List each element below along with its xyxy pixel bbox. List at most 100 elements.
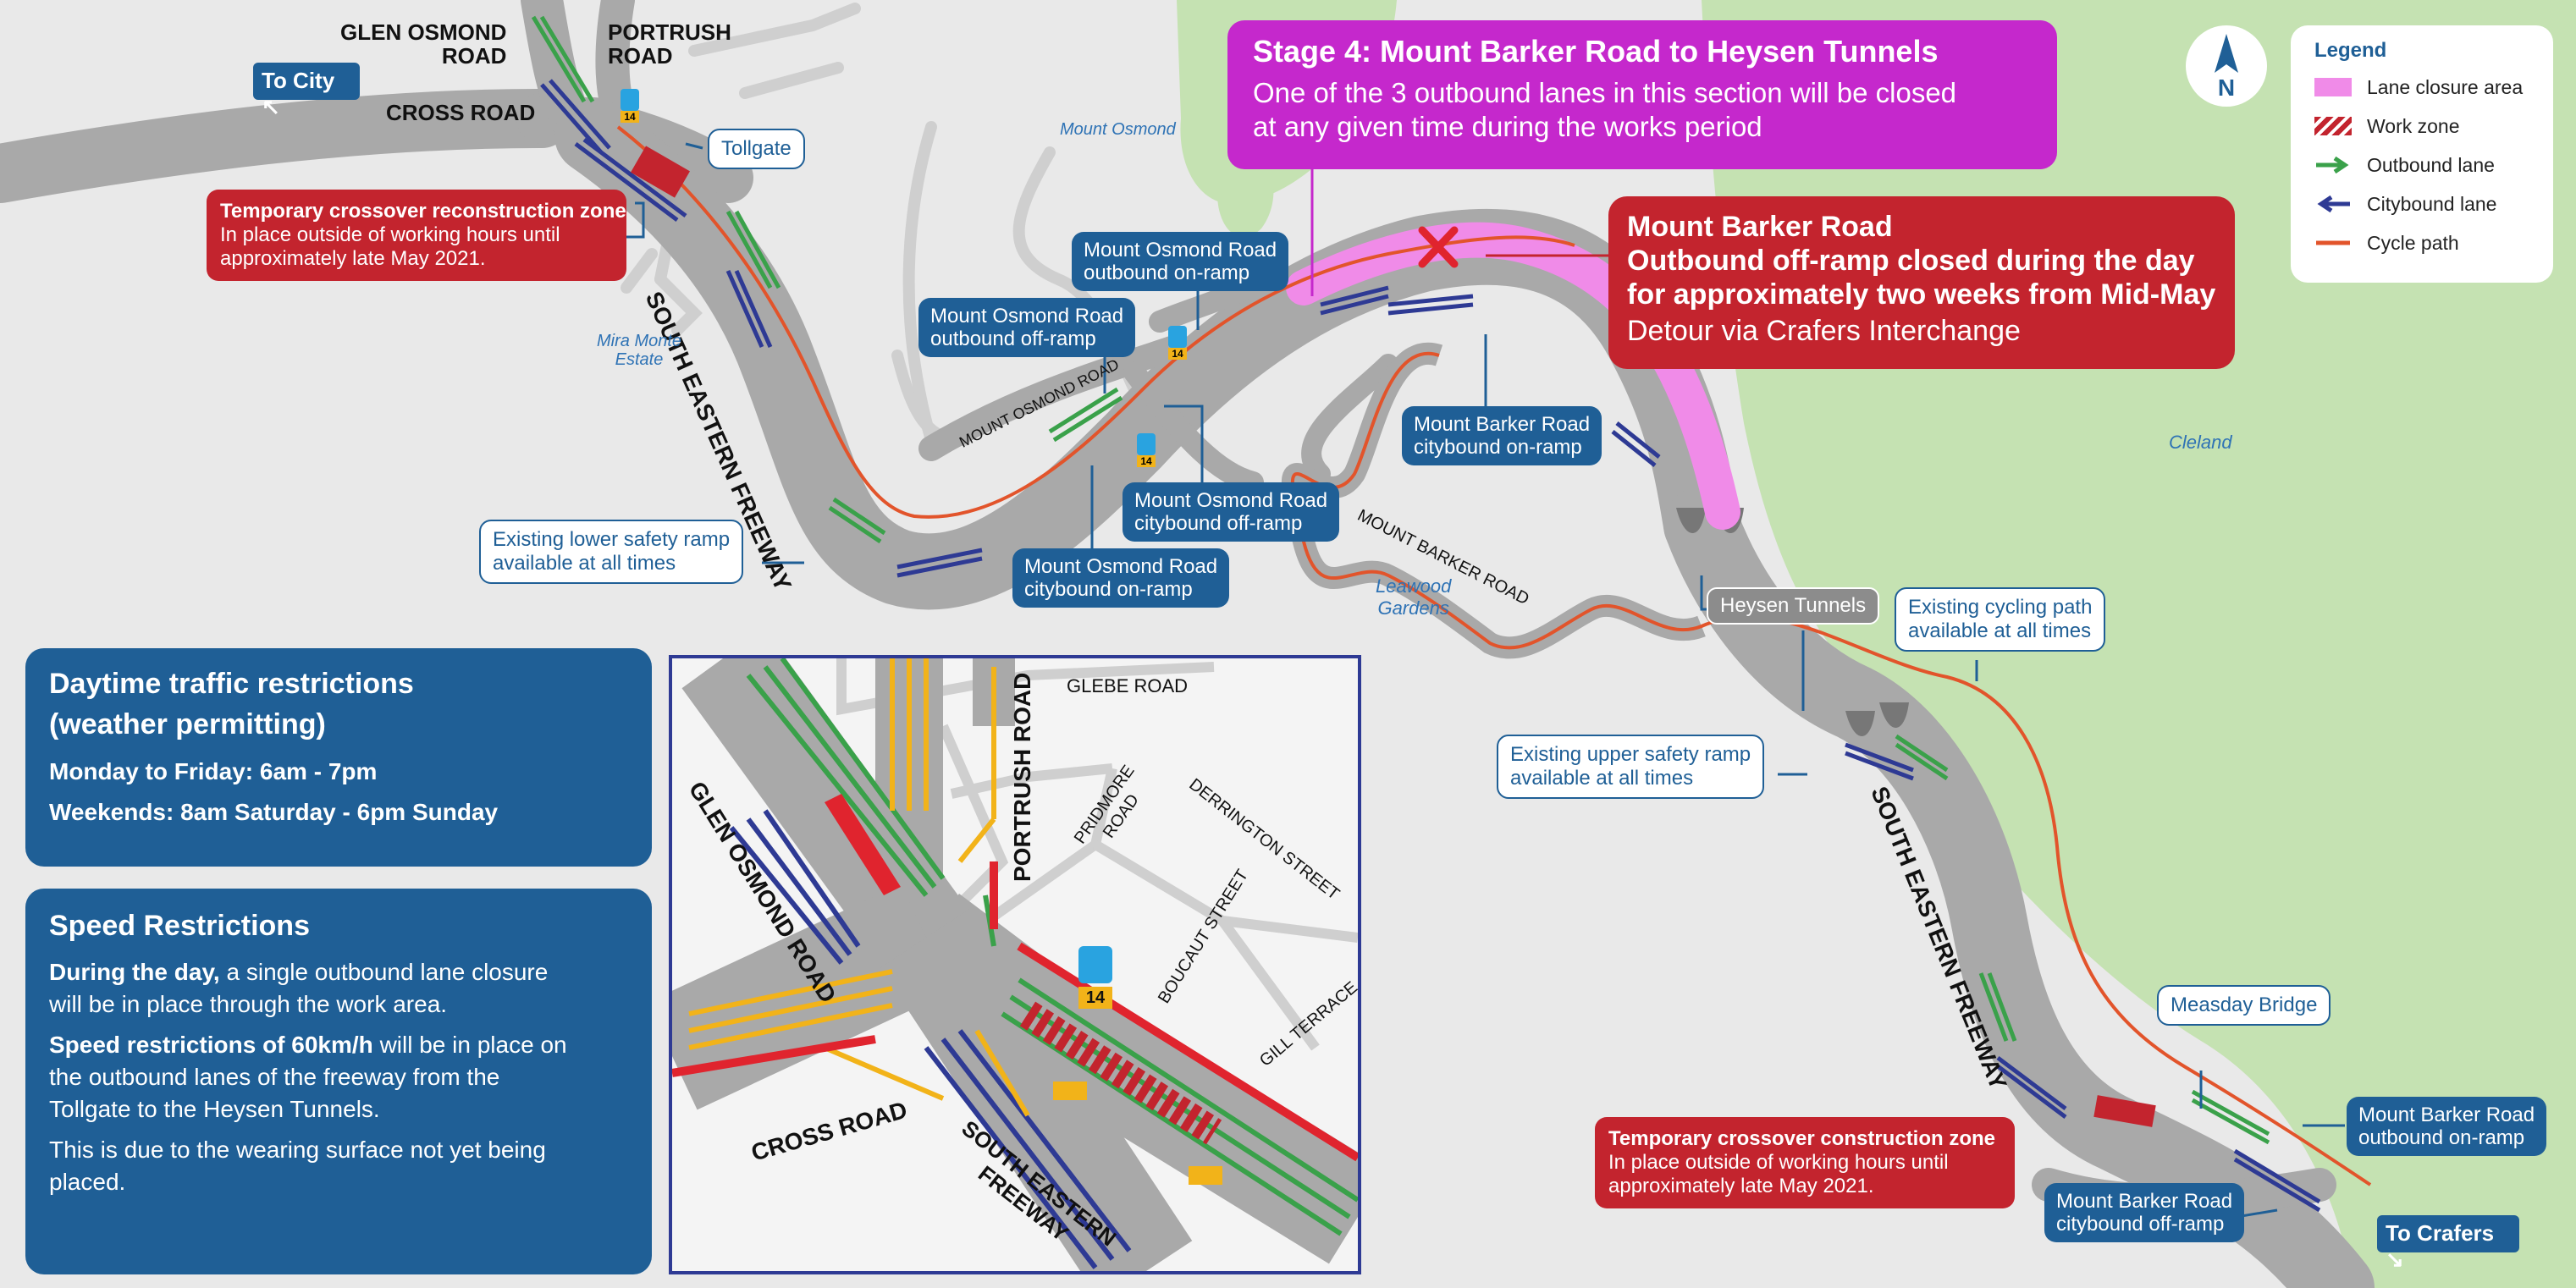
legend-label: Outbound lane <box>2367 153 2495 176</box>
legend-title: Legend <box>2314 39 2387 62</box>
speed-paragraph-1: During the day, a single outbound lane c… <box>49 956 628 988</box>
measday-bridge-label: Measday Bridge <box>2157 985 2331 1026</box>
road-label-cross-road: CROSS ROAD <box>386 100 536 125</box>
closure-line2: Outbound off-ramp closed during the day <box>1627 245 2195 277</box>
closure-line4: Detour via Crafers Interchange <box>1627 315 2021 347</box>
upper-safety-ramp-label: Existing upper safety ramp available at … <box>1497 735 1765 799</box>
ramp-line: Mount Barker Road <box>1414 413 1591 436</box>
speed-p3-line1: This is due to the wearing surface not y… <box>49 1137 546 1163</box>
speed-p1-line2: will be in place through the work area. <box>49 991 448 1017</box>
outbound-lanes <box>531 15 2270 1145</box>
top-crossover-line2: approximately late May 2021. <box>220 247 486 270</box>
speed-title: Speed Restrictions <box>49 910 310 942</box>
inset-yellow-lanes <box>688 658 1030 1117</box>
legend-label: Lane closure area <box>2367 75 2524 98</box>
speed-p3-line2: placed. <box>49 1169 126 1195</box>
heysen-tunnels-label: Heysen Tunnels <box>1707 587 1880 625</box>
closure-line3: for approximately two weeks from Mid-May <box>1627 278 2216 311</box>
ramp-line: Mount Barker Road <box>2056 1190 2233 1213</box>
ramp-line: citybound off-ramp <box>1134 512 1303 535</box>
closed-x-icon <box>1418 226 1459 268</box>
legend-label: Cycle path <box>2367 231 2459 254</box>
place-cleland: Cleland <box>2169 432 2232 453</box>
bus-stop-icons <box>621 89 1187 455</box>
cycling-path-label: Existing cycling path available at all t… <box>1895 587 2106 652</box>
daytime-restrictions-panel: Daytime traffic restrictions (weather pe… <box>25 648 652 867</box>
stage-line1: One of the 3 outbound lanes in this sect… <box>1253 77 1957 108</box>
arrow-cursor-icon: ↘ <box>2386 1247 2404 1272</box>
ramp-line: Mount Barker Road <box>2358 1104 2535 1126</box>
legend-label: Work zone <box>2367 114 2460 137</box>
inset-portrush-road: PORTRUSH ROAD <box>1009 672 1035 882</box>
outbound-arrow-icon <box>2316 156 2349 174</box>
mo-citybound-off-ramp-label: Mount Osmond Road citybound off-ramp <box>1123 482 1340 542</box>
mo-outbound-on-ramp-label: Mount Osmond Road outbound on-ramp <box>1072 232 1289 291</box>
ramp-line: citybound on-ramp <box>1024 578 1193 601</box>
place-line: Gardens <box>1377 597 1449 619</box>
inset-map: GLEBE ROAD PORTRUSH ROAD GLEN OSMOND ROA… <box>669 655 1361 1274</box>
ramp-line: Mount Osmond Road <box>1084 239 1277 261</box>
speed-p1-rest: a single outbound lane closure <box>219 959 549 985</box>
ramp-line: outbound on-ramp <box>1084 261 1250 284</box>
speed-p2-line2: the outbound lanes of the freeway from t… <box>49 1064 500 1090</box>
bottom-crossover-line2: approximately late May 2021. <box>1608 1175 1874 1197</box>
arrow-cursor-icon: ↖ <box>262 94 280 119</box>
place-line: Estate <box>615 350 664 369</box>
callout-line: available at all times <box>1908 619 2092 642</box>
inset-bus-stop-icon <box>1078 946 1112 983</box>
ramp-line: Mount Osmond Road <box>1024 555 1218 578</box>
north-arrow-icon <box>2215 34 2238 73</box>
mount-barker-road-edge <box>1290 351 2372 1186</box>
legend-item-cycle-path: Cycle path <box>2314 223 2529 262</box>
mo-outbound-off-ramp-label: Mount Osmond Road outbound off-ramp <box>918 298 1136 357</box>
north-label: N <box>2217 74 2236 101</box>
legend-label: Citybound lane <box>2367 192 2497 215</box>
stage-banner: Stage 4: Mount Barker Road to Heysen Tun… <box>1227 20 2057 169</box>
road-label-portrush: PORTRUSH ROAD <box>608 20 731 68</box>
road-label-line: GLEN OSMOND <box>340 19 507 45</box>
bus-route-label: 14 <box>1137 455 1156 467</box>
inset-map-graphic <box>672 658 1358 1271</box>
ramp-line: Mount Osmond Road <box>930 305 1124 328</box>
daytime-weekday: Monday to Friday: 6am - 7pm <box>49 758 378 784</box>
lane-closure-swatch <box>2314 78 2352 96</box>
legend: Legend Lane closure area Work zone Outbo… <box>2291 25 2553 283</box>
mo-citybound-on-ramp-label: Mount Osmond Road citybound on-ramp <box>1012 548 1230 608</box>
place-mira-monte: Mira Monte Estate <box>597 332 681 369</box>
road-label-line: PORTRUSH <box>608 19 731 45</box>
road-label-glen-osmond: GLEN OSMOND ROAD <box>340 20 506 68</box>
daytime-title-line1: Daytime traffic restrictions <box>49 668 414 700</box>
speed-p2-line3: Tollgate to the Heysen Tunnels. <box>49 1096 380 1122</box>
to-city-label: To City <box>262 68 335 93</box>
place-mount-osmond: Mount Osmond <box>1060 120 1176 139</box>
tollgate-label: Tollgate <box>708 129 805 169</box>
bottom-crossover-notice: Temporary crossover construction zone In… <box>1595 1117 2015 1208</box>
place-line: Leawood <box>1376 575 1452 597</box>
top-crossover-line1: In place outside of working hours until <box>220 223 560 246</box>
inset-glebe-road: GLEBE ROAD <box>1067 675 1189 696</box>
inset-kerbs <box>672 861 1358 1162</box>
speed-p2-bold: Speed restrictions of 60km/h <box>49 1032 373 1058</box>
road-label-line: ROAD <box>608 43 673 69</box>
callout-line: Existing upper safety ramp <box>1510 743 1751 766</box>
ramp-line: citybound off-ramp <box>2056 1213 2225 1236</box>
callout-line: available at all times <box>1510 767 1694 790</box>
top-crossover-notice: Temporary crossover reconstruction zone … <box>207 190 626 281</box>
closure-notice: Mount Barker Road Outbound off-ramp clos… <box>1608 196 2235 369</box>
stage-title: Stage 4: Mount Barker Road to Heysen Tun… <box>1253 34 1939 69</box>
legend-item-lane-closure: Lane closure area <box>2314 68 2529 107</box>
place-leawood-gardens: Leawood Gardens <box>1376 575 1451 619</box>
citybound-arrow-icon <box>2317 195 2350 213</box>
to-crafers-badge: To Crafers ↘ <box>2377 1215 2519 1272</box>
callout-line: available at all times <box>493 552 676 575</box>
speed-restrictions-panel: Speed Restrictions During the day, a sin… <box>25 889 652 1274</box>
daytime-title-line2: (weather permitting) <box>49 708 326 740</box>
cycle-path-swatch <box>2316 240 2350 245</box>
bottom-crossover-line1: In place outside of working hours until <box>1608 1151 1949 1174</box>
north-arrow: N <box>2186 25 2267 107</box>
inset-island <box>825 794 901 895</box>
speed-p1-bold: During the day, <box>49 959 220 985</box>
legend-item-citybound: Citybound lane <box>2314 184 2529 223</box>
legend-item-work-zone: Work zone <box>2314 107 2529 146</box>
inset-bus-route-badge <box>1078 987 1112 1009</box>
